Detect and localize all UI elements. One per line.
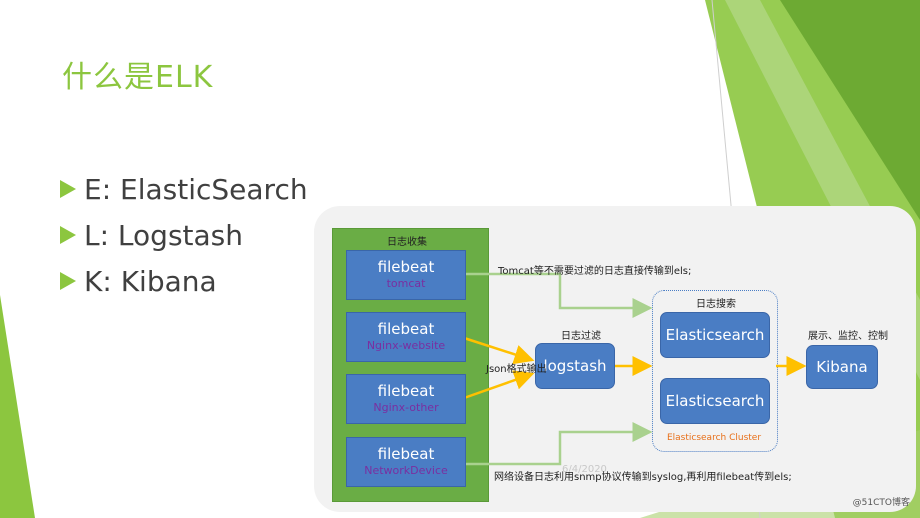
diagram-connectors [463, 272, 807, 466]
filebeat-label: filebeat [377, 445, 435, 463]
elk-architecture-diagram: 日志收集 filebeat tomcat filebeat Nginx-webs… [314, 206, 916, 512]
source-watermark: @51CTO博客 [852, 498, 910, 508]
logstash-node: logstash [535, 343, 615, 389]
filebeat-label: filebeat [377, 320, 435, 338]
tomcat-direct-arrow [464, 272, 653, 318]
log-collection-label: 日志收集 [387, 237, 427, 248]
filebeat-nginx-website-node: filebeat Nginx-website [346, 312, 466, 362]
elasticsearch-node-2: Elasticsearch [660, 378, 770, 424]
filebeat-source-label: Nginx-other [373, 401, 439, 414]
json-output-note: Json格式输出 [486, 364, 547, 375]
elasticsearch-cluster-label: Elasticsearch Cluster [666, 433, 762, 443]
bullet-item-kibana: K: Kibana [60, 258, 308, 304]
bullet-item-logstash: L: Logstash [60, 212, 308, 258]
filebeat-label: filebeat [377, 382, 435, 400]
triangle-bullet-icon [60, 272, 76, 290]
bullet-list: E: ElasticSearch L: Logstash K: Kibana [60, 166, 308, 304]
nginx-other-to-logstash-arrow [463, 370, 535, 400]
log-search-label: 日志搜索 [696, 299, 736, 310]
filebeat-source-label: tomcat [386, 277, 426, 290]
filebeat-nginx-other-node: filebeat Nginx-other [346, 374, 466, 424]
filebeat-source-label: Nginx-website [366, 339, 446, 352]
filebeat-tomcat-node: filebeat tomcat [346, 250, 466, 300]
bullet-item-elasticsearch: E: ElasticSearch [60, 166, 308, 212]
elasticsearch-node-1: Elasticsearch [660, 312, 770, 358]
tomcat-direct-note: Tomcat等不需要过滤的日志直接传输到els; [498, 266, 692, 277]
nginx-website-to-logstash-arrow [463, 336, 535, 365]
date-watermark: 6/4/2020 [562, 464, 607, 475]
network-device-arrow [464, 422, 653, 466]
filebeat-label: filebeat [377, 258, 435, 276]
log-filter-label: 日志过滤 [561, 331, 601, 342]
display-monitor-control-label: 展示、监控、控制 [808, 331, 888, 342]
kibana-node: Kibana [806, 345, 878, 389]
filebeat-source-label: NetworkDevice [364, 464, 448, 477]
bullet-text: K: Kibana [84, 264, 217, 298]
triangle-bullet-icon [60, 180, 76, 198]
filebeat-network-device-node: filebeat NetworkDevice [346, 437, 466, 487]
network-device-note: 网络设备日志利用snmp协议传输到syslog,再利用filebeat传到els… [494, 472, 792, 483]
bullet-text: E: ElasticSearch [84, 172, 308, 206]
triangle-bullet-icon [60, 226, 76, 244]
bullet-text: L: Logstash [84, 218, 244, 252]
slide-title: 什么是ELK [62, 60, 214, 95]
